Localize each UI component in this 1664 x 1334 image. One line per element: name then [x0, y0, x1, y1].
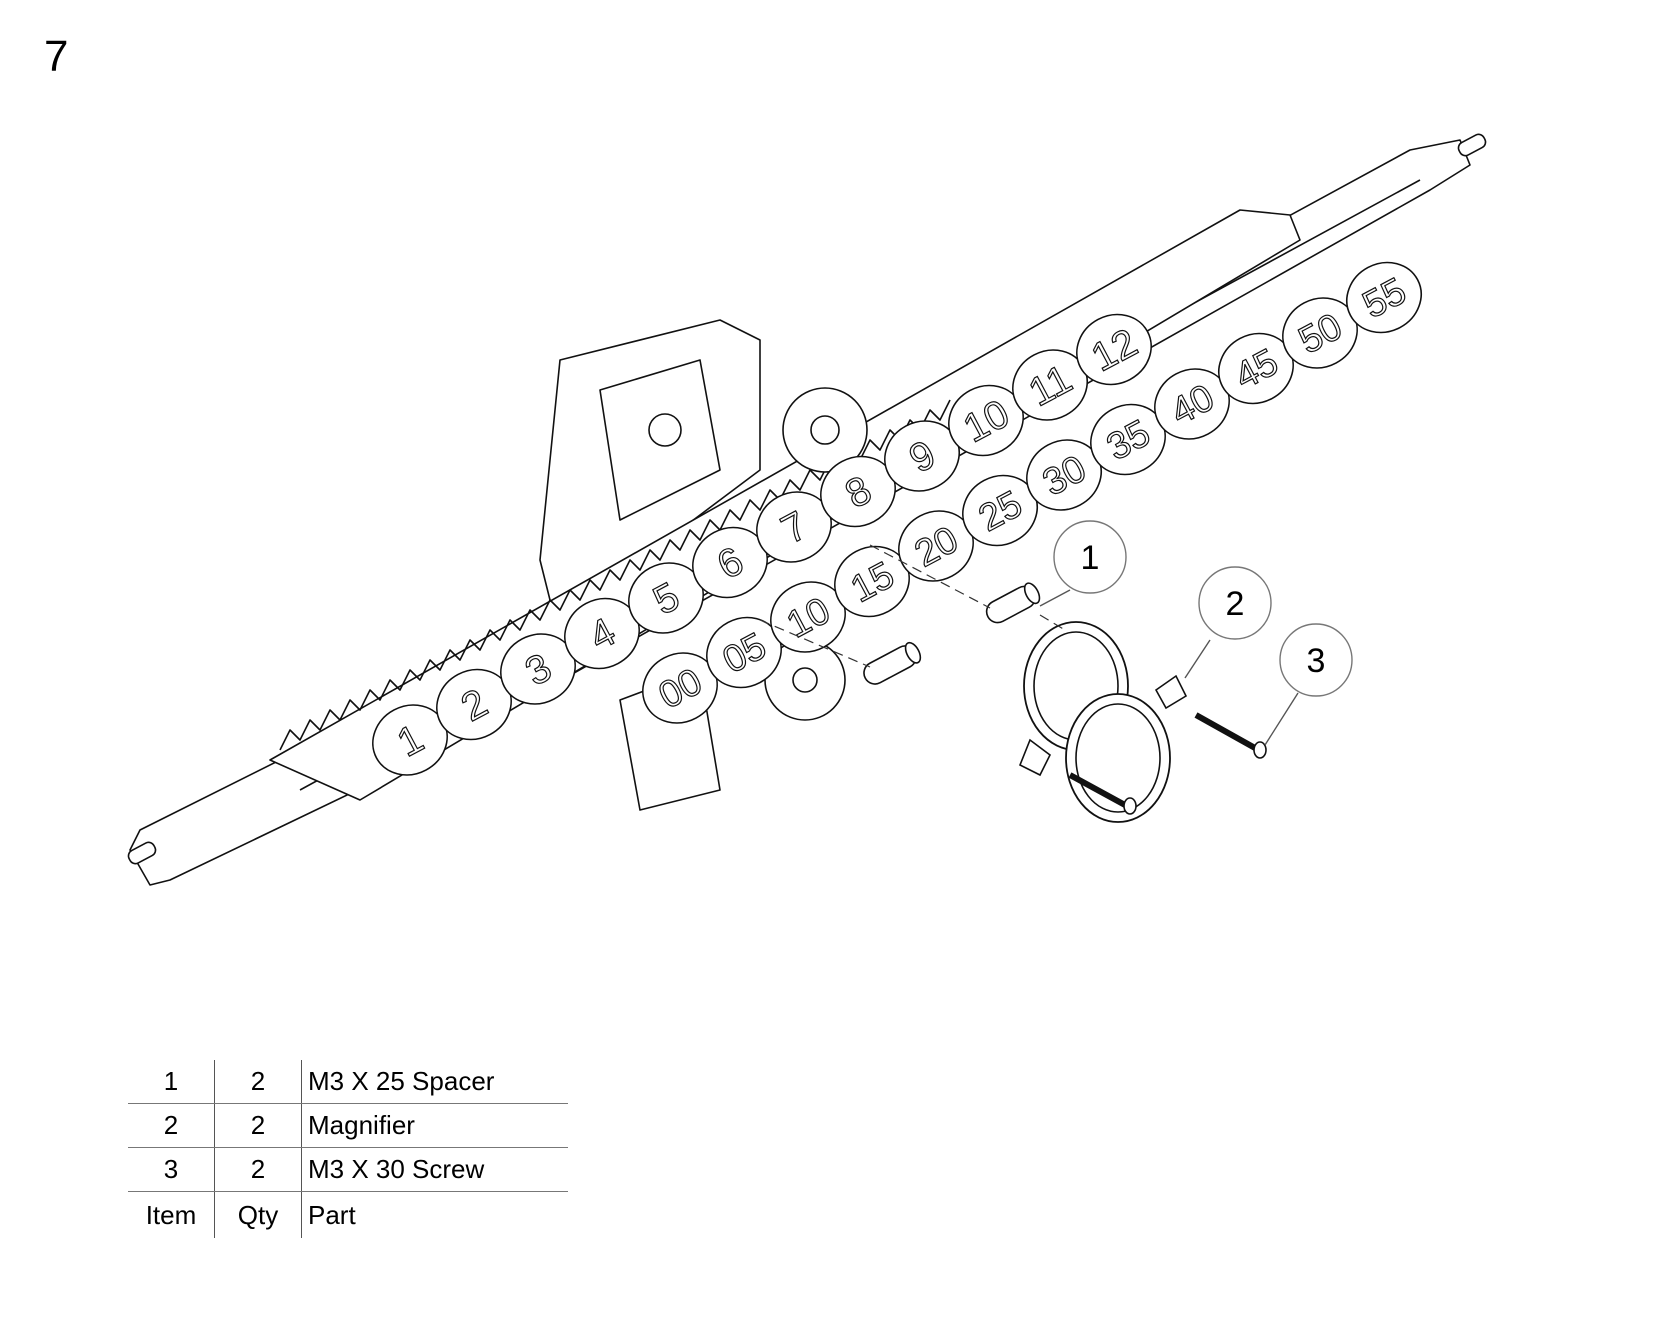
callout-1-balloon [1053, 520, 1127, 594]
spacer-upper [985, 582, 1041, 624]
explode-line-upper [869, 544, 991, 609]
bom-header-row: Item Qty Part [128, 1191, 568, 1238]
bom-header-qty: Qty [214, 1191, 302, 1238]
minute-chain-link [1346, 261, 1422, 334]
bill-of-materials-table: 1 2 M3 X 25 Spacer 2 2 Magnifier 3 2 M3 … [128, 1060, 568, 1238]
rail-end-pin-right [1457, 133, 1487, 157]
hour-gear-hub [810, 415, 840, 445]
callout-3-balloon [1279, 623, 1353, 697]
bom-item: 3 [128, 1147, 215, 1192]
callout-2-balloon [1198, 566, 1272, 640]
callout-3-leader [1264, 692, 1299, 746]
bom-row: 2 2 Magnifier [128, 1103, 568, 1148]
callout-1-leader [1039, 589, 1071, 607]
callout-1-label: 1 [1081, 539, 1100, 577]
bom-header-part: Part [308, 1199, 356, 1230]
callout-2-label: 2 [1226, 585, 1245, 623]
bom-row: 1 2 M3 X 25 Spacer [128, 1060, 568, 1104]
step-number: 7 [44, 32, 69, 81]
bom-part: M3 X 25 Spacer [301, 1060, 568, 1104]
bom-part: M3 X 30 Screw [301, 1147, 568, 1192]
explode-line-lower [759, 619, 871, 668]
bom-header-item: Item [128, 1191, 215, 1238]
rail-end-pin-left [127, 841, 157, 865]
explode-line-screw [1039, 614, 1066, 631]
bom-part: Magnifier [301, 1103, 568, 1148]
spacer-lower [863, 641, 922, 685]
bom-row: 3 2 M3 X 30 Screw [128, 1147, 568, 1192]
bom-item: 1 [128, 1060, 215, 1104]
screw-upper [1194, 712, 1267, 759]
hour-chain-link [1076, 313, 1152, 386]
callout-2-leader [1184, 639, 1211, 679]
bom-qty: 2 [214, 1060, 302, 1104]
bom-qty: 2 [214, 1103, 302, 1148]
callout-3-label: 3 [1307, 642, 1326, 680]
bom-item: 2 [128, 1103, 215, 1148]
frame-hole-upper [648, 413, 682, 447]
screw-lower [1068, 772, 1137, 815]
bom-qty: 2 [214, 1147, 302, 1192]
minute-gear-hub [792, 667, 818, 693]
